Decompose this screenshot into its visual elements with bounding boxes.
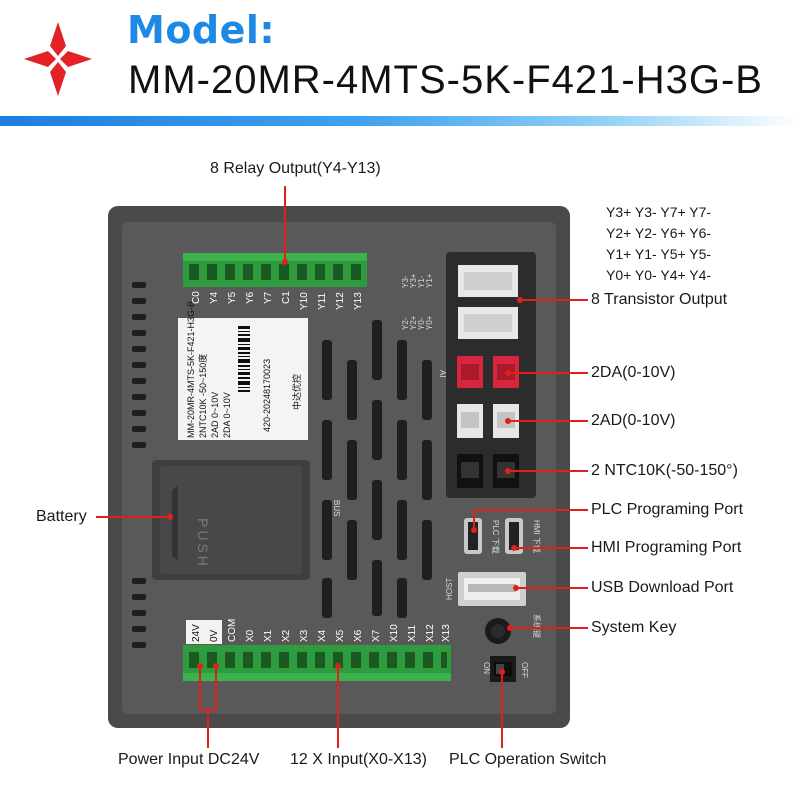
terminal-label: X0: [245, 629, 256, 642]
left-vent: [132, 282, 146, 648]
barcode: [238, 326, 250, 392]
transistor-output-label: 8 Transistor Output: [591, 291, 728, 308]
power-input-callout: Power Input DC24V: [118, 751, 260, 768]
terminal-label: Y5: [227, 291, 238, 304]
sticker-line-4: 2DA 0~10V: [222, 392, 232, 438]
center-vent: [322, 320, 432, 618]
terminal-label: X6: [353, 629, 364, 642]
ad-label: 2AD(0-10V): [591, 412, 676, 429]
hmi-port-callout: HMI Programing Port: [591, 539, 742, 556]
side-mark-ai: AI: [438, 370, 447, 378]
terminal-label: X7: [371, 629, 382, 642]
terminal-label: COM: [227, 619, 238, 642]
model-label: Model:: [127, 8, 276, 52]
system-key-callout: System Key: [591, 619, 677, 636]
sticker-brand: 中达优控: [291, 374, 302, 410]
switch-off-label: OFF: [520, 662, 529, 678]
conn-pin-label: Y1+: [425, 273, 434, 288]
header: Model: MM-20MR-4MTS-5K-F421-H3G-B: [0, 0, 800, 126]
conn-pin-label: Y1-: [417, 275, 426, 288]
plc-port-callout: PLC Programing Port: [591, 501, 744, 518]
transistor-connector-1: [458, 265, 518, 297]
terminal-label: Y10: [299, 292, 310, 310]
sticker-line-1: MM-20MR-4MTS-5K-F421-H3G-B: [186, 301, 196, 438]
hmi-programming-port: [505, 518, 523, 554]
top-terminal-block: [183, 253, 367, 287]
terminal-label: Y4: [209, 291, 220, 304]
bottom-terminal-block: [183, 645, 451, 681]
usb-download-port: [458, 572, 526, 606]
transistor-connector-2: [458, 307, 518, 339]
switch-on-label: ON: [482, 662, 491, 674]
transistor-pin-row: Y1+ Y1- Y5+ Y5-: [606, 246, 712, 262]
callout-dots: [167, 259, 523, 675]
callout-lines: [96, 186, 588, 748]
terminal-label: 24V: [191, 624, 202, 642]
relay-output-label: 8 Relay Output(Y4-Y13): [210, 160, 381, 177]
terminal-label: 0V: [209, 629, 220, 642]
host-label: HOST: [445, 578, 454, 600]
header-divider: [0, 116, 800, 126]
terminal-label: X1: [263, 629, 274, 642]
terminal-label: Y12: [335, 292, 346, 310]
transistor-pin-row: Y0+ Y0- Y4+ Y4-: [606, 267, 712, 283]
terminal-label: X3: [299, 629, 310, 642]
terminal-label: X4: [317, 629, 328, 642]
system-key-label: 系统键: [532, 614, 542, 638]
battery-push-text: PUSH: [195, 518, 211, 569]
transistor-pin-row: Y3+ Y3- Y7+ Y7-: [606, 204, 712, 220]
terminal-label: Y11: [317, 293, 328, 310]
da-label: 2DA(0-10V): [591, 364, 676, 381]
conn-pin-label: Y0-: [417, 317, 426, 330]
conn-pin-label: Y0+: [425, 315, 434, 330]
conn-pin-label: Y2-: [401, 317, 410, 330]
terminal-label: X12: [425, 624, 436, 642]
plc-programming-port: [464, 518, 482, 554]
terminal-label: Y7: [263, 291, 274, 304]
run-switch-callout: PLC Operation Switch: [449, 751, 607, 768]
battery-cover: PUSH: [152, 460, 310, 580]
battery-callout: Battery: [36, 508, 87, 525]
terminal-label: Y13: [353, 292, 364, 310]
bottom-terminal-labels: 24V 0V COM X0 X1 X2 X3 X4 X5 X6 X7 X10 X…: [186, 619, 452, 644]
brand-logo-icon: [24, 22, 92, 96]
terminal-label: C0: [191, 291, 202, 304]
terminal-label: C1: [281, 291, 292, 304]
terminal-label: X5: [335, 629, 346, 642]
sticker-serial: 420-20248170023: [262, 359, 272, 432]
terminal-label: X11: [407, 625, 418, 642]
terminal-label: Y6: [245, 291, 256, 304]
transistor-pin-row: Y2+ Y2- Y6+ Y6-: [606, 225, 712, 241]
model-value: MM-20MR-4MTS-5K-F421-H3G-B: [128, 58, 763, 102]
model-sticker: MM-20MR-4MTS-5K-F421-H3G-B 2NTC10K -50~1…: [178, 301, 308, 440]
conn-pin-label: Y3-: [401, 275, 410, 288]
sticker-line-2: 2NTC10K -50~150度: [197, 354, 208, 438]
side-mark-bus: BUS: [332, 500, 341, 516]
usb-port-callout: USB Download Port: [591, 579, 734, 596]
terminal-label: X2: [281, 629, 292, 642]
conn-pin-label: Y2+: [409, 315, 418, 330]
hmi-port-label: HMI 下载: [532, 520, 542, 553]
ntc-label: 2 NTC10K(-50-150°): [591, 462, 738, 479]
conn-pin-label: Y3+: [409, 273, 418, 288]
plc-port-label: PLC 下载: [491, 520, 501, 554]
terminal-label: X10: [389, 624, 400, 642]
top-terminal-labels: C0 Y4 Y5 Y6 Y7 C1 Y10 Y11 Y12 Y13: [191, 291, 364, 310]
terminal-label: X13: [441, 624, 452, 642]
x-input-callout: 12 X Input(X0-X13): [290, 751, 427, 768]
sticker-line-3: 2AD 0~10V: [210, 392, 220, 438]
